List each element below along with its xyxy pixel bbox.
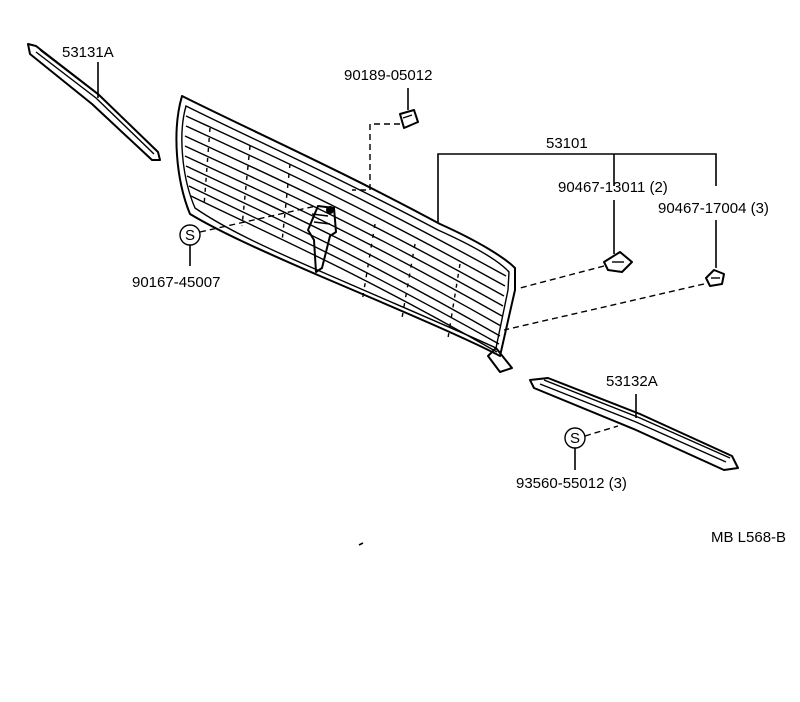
- screw-mark-lower: S: [570, 430, 580, 447]
- molding-upper-left: [27, 43, 161, 161]
- grille-emblem: [307, 205, 337, 273]
- clip-90467-17004: [503, 220, 725, 331]
- stray-mark: [358, 542, 364, 546]
- label-90167-45007: 90167-45007: [132, 274, 220, 291]
- label-90467-17004: 90467-17004 (3): [658, 200, 769, 217]
- clip-90189: [352, 88, 419, 191]
- radiator-grille: [175, 95, 516, 373]
- clip-90467-13011: [519, 200, 633, 289]
- grille-dividers: [203, 127, 461, 339]
- label-53101: 53101: [546, 135, 588, 152]
- label-93560-55012: 93560-55012 (3): [516, 475, 627, 492]
- screw-mark-upper: S: [185, 227, 195, 244]
- screw-93560: S: [564, 425, 619, 470]
- diagram-code: MB L568-B: [711, 529, 786, 546]
- label-90189-05012: 90189-05012: [344, 67, 432, 84]
- molding-lower-right: [529, 377, 739, 471]
- label-53132a: 53132A: [606, 373, 658, 390]
- screw-90167: S: [179, 205, 317, 266]
- grille-bars: [184, 115, 507, 353]
- label-53131a: 53131A: [62, 44, 114, 61]
- label-90467-13011: 90467-13011 (2): [558, 179, 668, 196]
- leader-53101: [437, 153, 717, 222]
